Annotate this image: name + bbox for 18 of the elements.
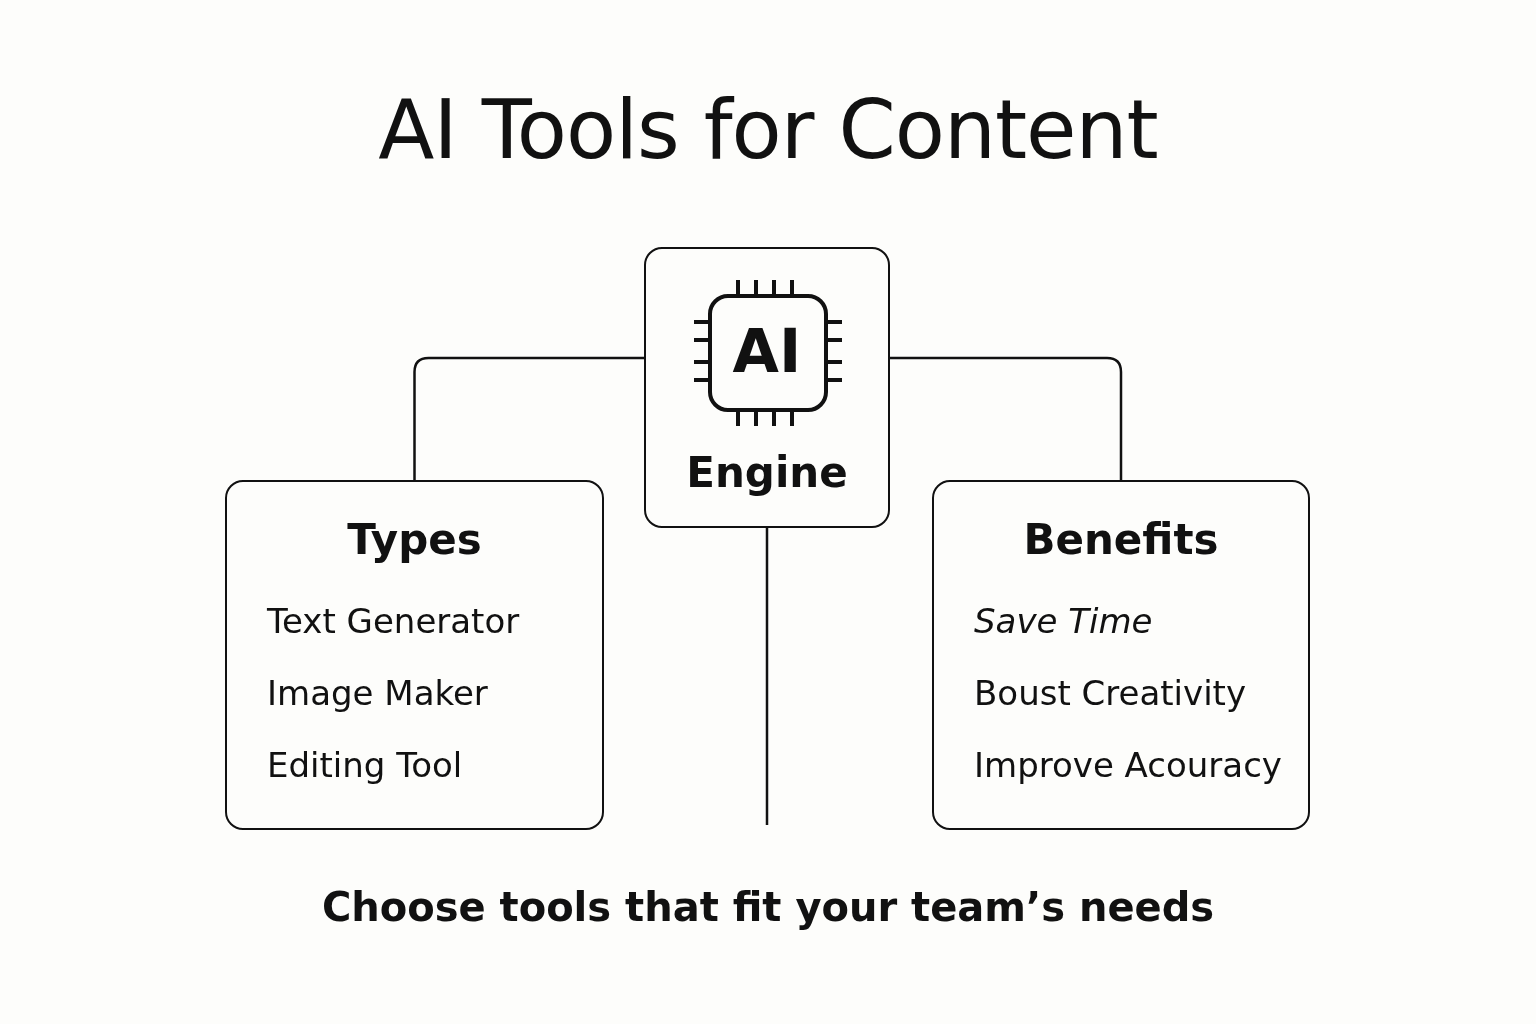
card-heading: Benefits [1023, 516, 1219, 565]
caption: Choose tools that fit your team’s needs [321, 884, 1215, 930]
card-heading: Types [347, 516, 482, 565]
connector-line [890, 356, 1123, 480]
engine-box [644, 247, 890, 528]
list-item: Text Generator [267, 602, 520, 642]
node-label: Engine [686, 449, 848, 498]
list-item: Editing Tool [267, 746, 463, 786]
card [932, 480, 1310, 830]
chip-label: AI [732, 317, 802, 386]
list-item: Save Time [974, 602, 1153, 642]
connector-line [765, 528, 769, 825]
card [225, 480, 604, 830]
connector-line [413, 356, 644, 480]
list-item: Boust Creativity [974, 674, 1247, 714]
list-item: Improve Acouracy [974, 746, 1282, 786]
title: AI Tools for Content [378, 82, 1158, 177]
list-item: Image Maker [267, 674, 488, 714]
